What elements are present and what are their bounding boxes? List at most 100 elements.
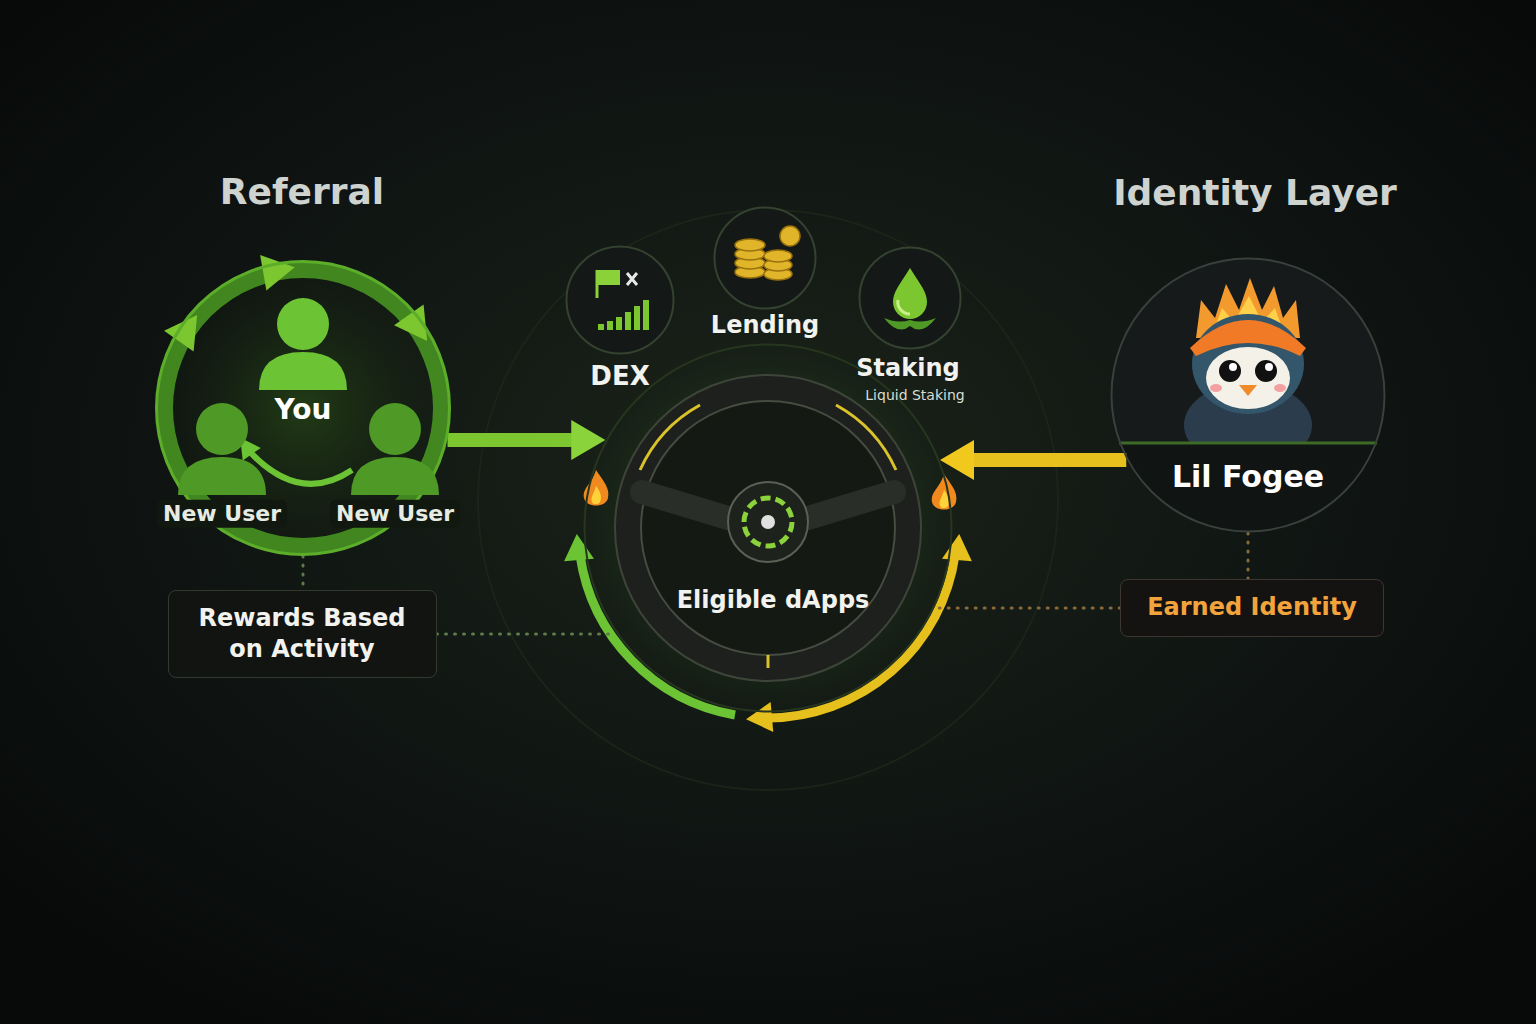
node-label: Liquid Staking [865,387,964,404]
penguin-mascot-part [1239,385,1257,396]
penguin-mascot-part [1219,360,1241,382]
circular-arrows-part [562,533,594,562]
dapp-icons-part [566,246,674,354]
steering-wheel-part [628,388,908,668]
user-figure: New User [345,395,445,525]
dex-icon-part [634,306,640,330]
steering-wheel-part [744,498,792,546]
person-head [277,298,329,350]
lending-icon-part [780,226,800,246]
steering-wheel-part [767,655,770,668]
dex-icon-part [643,300,649,330]
node-label: New User [330,500,460,528]
node-label: Lil Fogee [1172,459,1324,495]
steering-wheel-part [640,405,700,470]
flow-arrow [447,433,579,447]
steering-wheel-part [641,401,895,655]
dex-icon-part [598,270,620,285]
penguin-mascot-part [1229,363,1237,371]
steering-wheel [615,375,921,681]
section-heading: Referral [220,170,384,213]
staking-icon-part [898,300,910,314]
dapp-icons-part [563,323,973,733]
dapp-circle: DEX [565,245,675,355]
dotted-connector [302,556,305,590]
steering-wheel-part [642,492,728,518]
node-label: DEX [590,361,649,392]
lending-icon [735,226,800,280]
person-head [196,403,248,455]
dapp-circle: Lending [713,206,817,310]
lending-icon-part [735,239,765,251]
penguin-mascot [1184,278,1312,467]
circle-border [585,345,952,712]
steering-wheel-part [615,375,921,681]
penguin-mascot-part [1210,384,1222,392]
referral-circle: ReferralYouNew UserNew User [155,260,451,556]
circular-arrows-part [768,555,955,718]
identity-art-part [1119,443,1377,532]
identity-art [1112,259,1384,532]
lending-icon-part [764,250,792,262]
circle-border [1112,259,1385,532]
node-label: Lending [711,311,819,340]
circular-arrows-part [942,533,974,562]
dotted-connector [437,633,617,636]
staking-icon [884,268,936,330]
penguin-mascot-part [1274,384,1286,392]
note-box: Earned Identity [1120,579,1384,636]
steering-wheel-part [808,492,894,518]
dex-icon-part [607,321,613,330]
circular-arrows-part [580,555,735,715]
circular-arrows-part [745,702,774,734]
penguin-mascot-part [1255,360,1277,382]
dex-icon [597,270,649,330]
node-label: Eligible dApps [677,586,870,615]
circle-border [715,208,816,309]
circle-border [567,247,674,354]
box-label: Rewards Based on Activity [195,603,410,665]
dex-icon-part [627,273,637,285]
node-label: You [269,392,338,428]
dapp-circle: StakingLiquid Staking [858,246,962,350]
circle-border [860,248,961,349]
dotted-connector [1247,533,1250,579]
identity-art-part [1119,442,1377,445]
identity-art-part [1112,259,1384,531]
flow-arrow [966,453,1126,467]
person-head [369,403,421,455]
box-label: Earned Identity [1147,592,1357,623]
user-figure: New User [172,395,272,525]
penguin-mascot-part [1265,363,1273,371]
dapp-icons-part [859,247,961,349]
dotted-connector [935,607,1120,610]
steering-wheel-part [641,401,895,655]
node-label: New User [157,500,287,528]
circular-arrows [562,533,974,734]
person-body [259,352,347,390]
identity-circle: Identity LayerLil Fogee [1110,257,1386,533]
node-label: Staking [856,354,959,383]
section-heading: Identity Layer [1113,171,1397,214]
steering-wheel-part [761,515,775,529]
referral-ring-art-part [250,452,352,484]
steering-wheel-part [728,482,808,562]
fire-icon-part [591,486,601,504]
steering-wheel-part [836,405,896,470]
circle-outline [565,245,675,355]
circle-outline [858,246,962,350]
dapp-icons-part [714,207,816,309]
staking-icon-part [893,268,927,319]
person-body [351,457,439,495]
dex-icon-part [598,324,604,330]
circle-outline [713,206,817,310]
user-figure: You [248,290,358,430]
dex-icon-part [616,317,622,330]
referral-ring-art-part [260,249,298,290]
dapp-icons [563,207,973,733]
staking-icon-part [884,318,936,330]
penguin-mascot-part [1206,347,1290,409]
